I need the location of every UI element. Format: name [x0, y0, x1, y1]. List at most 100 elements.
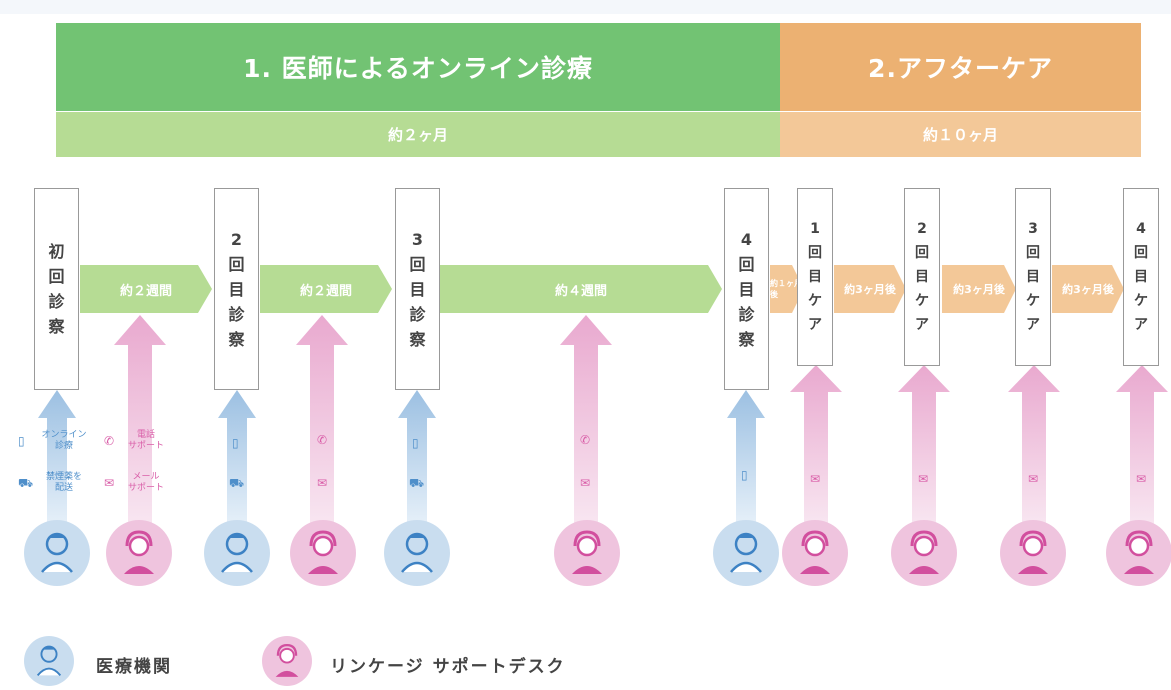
interval-arrow-6: 約3ヶ月後 — [942, 265, 1016, 313]
legend-doctor-avatar — [24, 636, 74, 686]
step-box-4: 4 回 目 診 察 — [724, 188, 769, 390]
support-avatar — [106, 520, 172, 586]
step-char: 回 — [1026, 245, 1040, 261]
step-char: 回 — [808, 245, 822, 261]
step-char: 回 — [228, 254, 245, 274]
phase1-duration: 約２ヶ月 — [56, 112, 780, 157]
truck-icon: ⛟ — [229, 476, 245, 490]
step-char: 察 — [48, 317, 65, 336]
step-char: ア — [915, 317, 929, 333]
online-label: オンライン 診療 — [41, 430, 87, 451]
blue-arrow-1 — [38, 390, 76, 525]
legend-medical-label: 医療機関 — [96, 657, 172, 677]
care-box-2: 2 回 目 ケ ア — [904, 188, 940, 366]
care-box-3: 3 回 目 ケ ア — [1015, 188, 1051, 366]
truck-icon: ⛟ — [409, 476, 425, 490]
step-char: 回 — [48, 267, 65, 286]
step-char: 診 — [738, 304, 755, 324]
mail-icon: ✉ — [580, 476, 591, 490]
step-char: 回 — [1134, 245, 1148, 261]
doctor-avatar — [384, 520, 450, 586]
mail-label: メール サポート — [127, 472, 164, 493]
support-avatar — [891, 520, 957, 586]
step-char: 1 — [810, 221, 820, 237]
support-avatar — [782, 520, 848, 586]
step-char: 2 — [230, 229, 243, 249]
pink-arrow-2 — [296, 315, 348, 525]
smartphone-icon: ▯ — [741, 468, 748, 482]
smartphone-icon: ▯ — [18, 434, 25, 448]
phase2-duration: 約１０ヶ月 — [780, 112, 1141, 157]
step-char: 察 — [409, 329, 426, 349]
step-char: 診 — [228, 304, 245, 324]
step-char: 4 — [1136, 221, 1146, 237]
legend-support-avatar — [262, 636, 312, 686]
step-char: 目 — [228, 279, 245, 299]
step-char: 察 — [738, 329, 755, 349]
step-char: ケ — [808, 293, 822, 309]
step-char: 3 — [1028, 221, 1038, 237]
step-char: 回 — [409, 254, 426, 274]
legend-support-label: リンケージ サポートデスク — [330, 657, 566, 677]
smartphone-icon: ▯ — [412, 436, 419, 450]
step-char: 診 — [48, 292, 65, 311]
phone-label: 電話 サポート — [127, 430, 164, 451]
step-char: ケ — [1134, 293, 1148, 309]
doctor-avatar — [204, 520, 270, 586]
pink-arrow-7 — [1116, 365, 1168, 525]
mail-icon: ✉ — [1028, 472, 1039, 486]
interval-arrow-1: 約２週間 — [80, 265, 212, 313]
step-char: ケ — [915, 293, 929, 309]
truck-icon: ⛟ — [18, 476, 34, 490]
mail-icon: ✉ — [810, 472, 821, 486]
step-char: 目 — [915, 269, 929, 285]
care-box-4: 4 回 目 ケ ア — [1123, 188, 1159, 366]
interval-arrow-2: 約２週間 — [260, 265, 392, 313]
mail-icon: ✉ — [918, 472, 929, 486]
step-char: 回 — [915, 245, 929, 261]
mail-icon: ✉ — [317, 476, 328, 490]
care-box-1: 1 回 目 ケ ア — [797, 188, 833, 366]
blue-arrow-4 — [727, 390, 765, 525]
blue-arrow-2 — [218, 390, 256, 525]
pink-arrow-3 — [560, 315, 612, 525]
step-char: 察 — [228, 329, 245, 349]
step-char: 4 — [740, 229, 753, 249]
step-box-2: 2 回 目 診 察 — [214, 188, 259, 390]
step-char: 目 — [1026, 269, 1040, 285]
doctor-avatar — [24, 520, 90, 586]
top-strip — [0, 0, 1171, 14]
phase1-header: 1. 医師によるオンライン診療 — [56, 23, 780, 111]
step-char: ア — [1134, 317, 1148, 333]
step-char: 2 — [917, 221, 927, 237]
step-char: ケ — [1026, 293, 1040, 309]
phone-icon: ✆ — [317, 433, 328, 447]
step-char: 目 — [1134, 269, 1148, 285]
step-char: 目 — [738, 279, 755, 299]
support-avatar — [1106, 520, 1171, 586]
step-box-3: 3 回 目 診 察 — [395, 188, 440, 390]
mail-icon: ✉ — [104, 476, 115, 490]
phase2-header: 2.アフターケア — [780, 23, 1141, 111]
step-char: 回 — [738, 254, 755, 274]
step-char: 初 — [48, 242, 65, 261]
interval-arrow-3: 約４週間 — [440, 265, 722, 313]
mail-icon: ✉ — [1136, 472, 1147, 486]
blue-arrow-3 — [398, 390, 436, 525]
support-avatar — [1000, 520, 1066, 586]
pink-arrow-6 — [1008, 365, 1060, 525]
delivery-label: 禁煙薬を 配送 — [45, 472, 82, 493]
smartphone-icon: ▯ — [232, 436, 239, 450]
pink-arrow-4 — [790, 365, 842, 525]
support-avatar — [554, 520, 620, 586]
pink-arrow-1 — [114, 315, 166, 525]
pink-arrow-5 — [898, 365, 950, 525]
support-avatar — [290, 520, 356, 586]
interval-arrow-5: 約3ヶ月後 — [834, 265, 906, 313]
step-char: 3 — [411, 229, 424, 249]
step-char: 診 — [409, 304, 426, 324]
phone-icon: ✆ — [104, 434, 115, 448]
step-char: 目 — [409, 279, 426, 299]
step-char: ア — [808, 317, 822, 333]
